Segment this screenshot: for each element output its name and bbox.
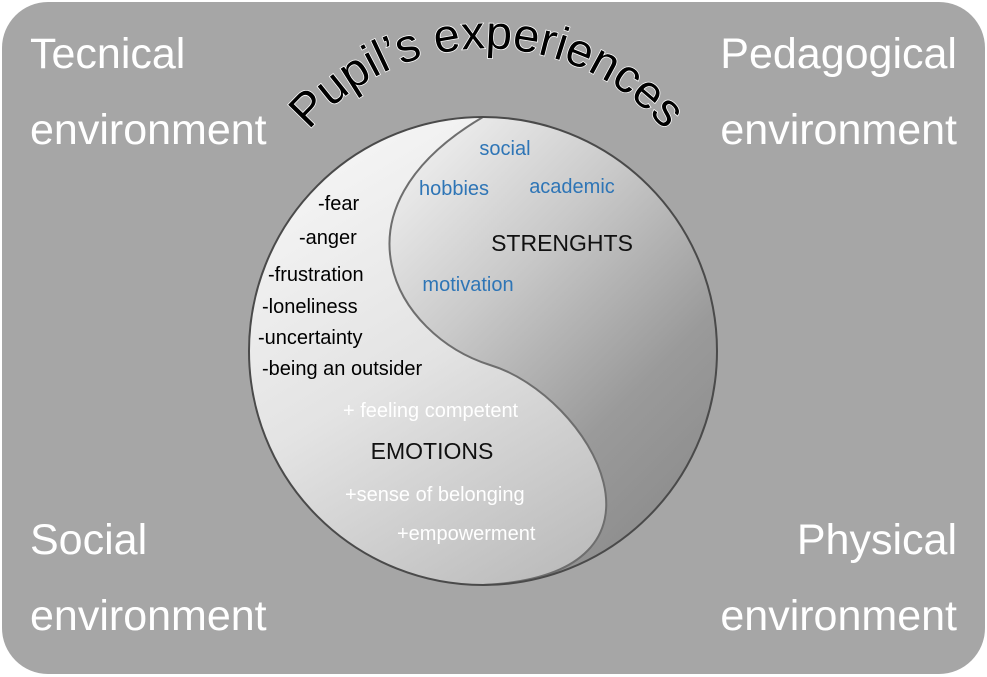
strengths-items: social hobbies academic motivation <box>419 138 615 296</box>
strengths-half <box>389 117 717 585</box>
strengths-heading: STRENGHTS <box>491 230 633 256</box>
emotion-sense-of-belonging: +sense of belonging <box>345 484 525 506</box>
pedagogical-environment-line-1: Pedagogical <box>720 30 957 78</box>
technical-environment-label: Tecnical environment <box>30 16 267 168</box>
emotion-loneliness: -loneliness <box>262 296 358 318</box>
negative-emotions: -fear -anger -frustration -loneliness -u… <box>258 193 422 380</box>
social-environment-line-2: environment <box>30 592 267 640</box>
emotion-uncertainty: -uncertainty <box>258 327 363 349</box>
strength-motivation: motivation <box>422 274 513 296</box>
physical-environment-line-2: environment <box>720 592 957 640</box>
technical-environment-line-1: Tecnical <box>30 30 186 78</box>
emotions-heading: EMOTIONS <box>371 438 494 464</box>
strength-hobbies: hobbies <box>419 178 489 200</box>
technical-environment-line-2: environment <box>30 106 267 154</box>
social-environment-line-1: Social <box>30 516 148 564</box>
emotion-frustration: -frustration <box>268 264 364 286</box>
outer-circle-border <box>248 116 718 586</box>
strength-social: social <box>479 138 530 160</box>
strength-academic: academic <box>529 176 615 198</box>
positive-emotions: + feeling competent +sense of belonging … <box>343 400 536 545</box>
emotion-anger: -anger <box>299 227 357 249</box>
social-environment-label: Social environment <box>30 502 267 654</box>
emotion-being-an-outsider: -being an outsider <box>262 358 422 380</box>
physical-environment-line-1: Physical <box>796 516 957 564</box>
emotion-fear: -fear <box>318 193 359 215</box>
pedagogical-environment-label: Pedagogical environment <box>720 16 957 168</box>
pedagogical-environment-line-2: environment <box>720 106 957 154</box>
emotion-empowerment: +empowerment <box>397 523 536 545</box>
emotion-feeling-competent: + feeling competent <box>343 400 519 422</box>
physical-environment-label: Physical environment <box>720 502 957 654</box>
divider-curve <box>388 116 608 586</box>
